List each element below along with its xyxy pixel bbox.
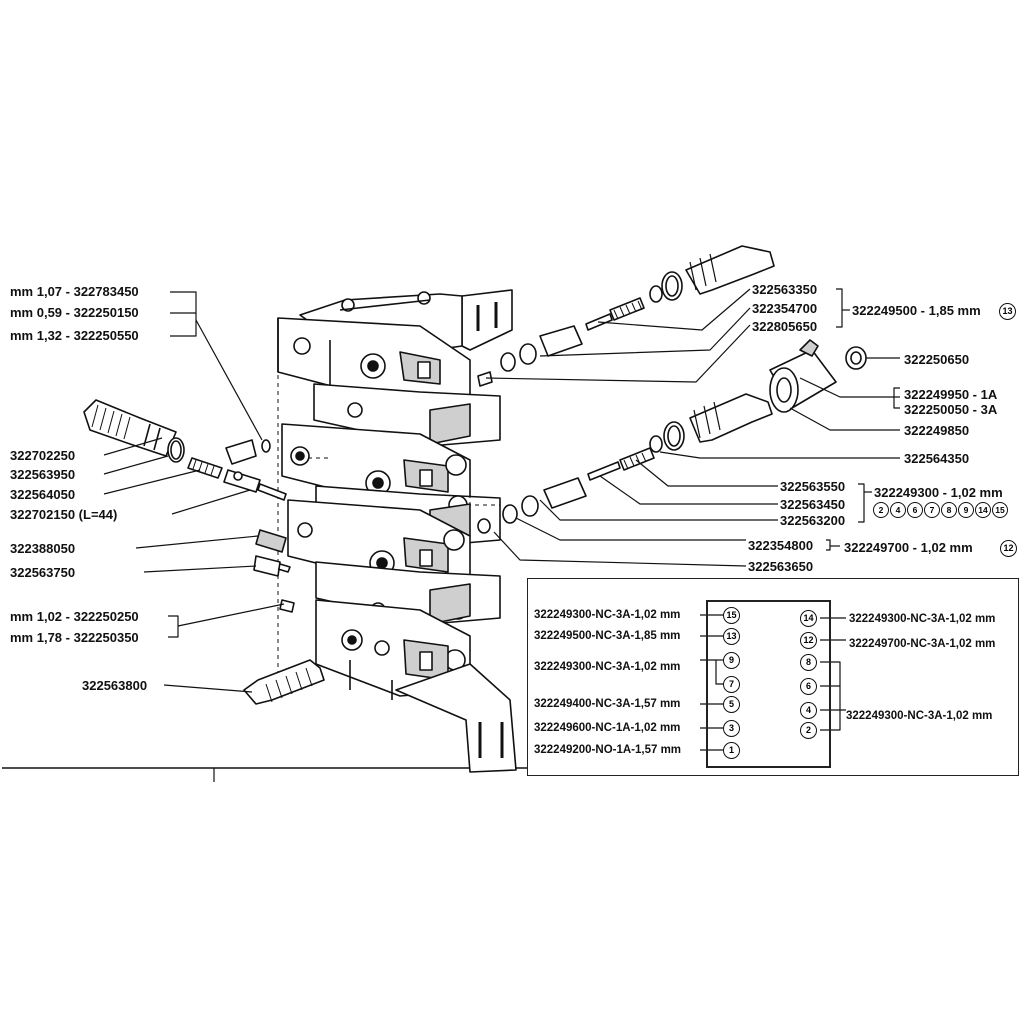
label-322250050: 322250050 - 3A [904, 402, 998, 417]
inv-circle-14: 14 [800, 610, 817, 627]
inv-circle-1: 1 [723, 742, 740, 759]
inv-circle-4: 4 [800, 702, 817, 719]
circle-12-marker: 12 [1000, 540, 1017, 557]
inv-circle-7: 7 [723, 676, 740, 693]
valve-position-frame [706, 600, 831, 768]
left-parts [83, 399, 325, 705]
label-mm-1-78: mm 1,78 - 322250350 [10, 630, 139, 645]
circle-13-marker: 13 [999, 303, 1016, 320]
label-322249300: 322249300 - 1,02 mm [874, 485, 1003, 500]
label-322249700: 322249700 - 1,02 mm [844, 540, 973, 555]
inv-label-8-6-4-2: 322249300-NC-3A-1,02 mm [846, 710, 993, 722]
label-322564350: 322564350 [904, 451, 970, 466]
inv-label-12: 322249700-NC-3A-1,02 mm [849, 638, 996, 650]
circle-15: 15 [992, 502, 1008, 518]
inv-circle-15: 15 [723, 607, 740, 624]
valve-inventory-box [527, 578, 1019, 776]
inv-label-14: 322249300-NC-3A-1,02 mm [849, 613, 996, 625]
label-322563200: 322563200 [780, 513, 846, 528]
label-322563650: 322563650 [748, 559, 814, 574]
inv-circle-3: 3 [723, 720, 740, 737]
label-322563450: 322563450 [780, 497, 846, 512]
leader-lines [103, 288, 900, 693]
inv-circle-9: 9 [723, 652, 740, 669]
label-322702150: 322702150 (L=44) [10, 507, 118, 522]
label-322354800: 322354800 [748, 538, 814, 553]
right-upper-parts [477, 245, 867, 534]
inv-circle-12: 12 [800, 632, 817, 649]
circle-8: 8 [941, 502, 957, 518]
inv-label-13: 322249500-NC-3A-1,85 mm [534, 630, 681, 642]
label-322249500: 322249500 - 1,85 mm [852, 303, 981, 318]
label-322354700: 322354700 [752, 301, 818, 316]
circle-14: 14 [975, 502, 991, 518]
inv-label-15: 322249300-NC-3A-1,02 mm [534, 609, 681, 621]
inv-circle-5: 5 [723, 696, 740, 713]
inv-label-5: 322249400-NC-3A-1,57 mm [534, 698, 681, 710]
circle-9: 9 [958, 502, 974, 518]
circle-7: 7 [924, 502, 940, 518]
inv-circle-2: 2 [800, 722, 817, 739]
circle-group-markers: 2 4 6 7 8 9 14 15 [873, 502, 1008, 518]
label-322563950: 322563950 [10, 467, 76, 482]
inv-circle-13: 13 [723, 628, 740, 645]
inv-label-9-7: 322249300-NC-3A-1,02 mm [534, 661, 681, 673]
valve-stack [277, 317, 517, 773]
label-322702250: 322702250 [10, 448, 76, 463]
label-322805650: 322805650 [752, 319, 818, 334]
alignment-lines [277, 335, 500, 690]
label-322563350: 322563350 [752, 282, 818, 297]
inv-circle-6: 6 [800, 678, 817, 695]
label-322250650: 322250650 [904, 352, 970, 367]
circle-2: 2 [873, 502, 889, 518]
inv-circle-8: 8 [800, 654, 817, 671]
label-mm-1-07: mm 1,07 - 322783450 [10, 284, 139, 299]
label-322564050: 322564050 [10, 487, 76, 502]
circle-6: 6 [907, 502, 923, 518]
label-322388050: 322388050 [10, 541, 76, 556]
label-322249850: 322249850 [904, 423, 970, 438]
label-mm-1-32: mm 1,32 - 322250550 [10, 328, 139, 343]
label-mm-0-59: mm 0,59 - 322250150 [10, 305, 139, 320]
circle-4: 4 [890, 502, 906, 518]
label-322563550: 322563550 [780, 479, 846, 494]
label-322563750: 322563750 [10, 565, 76, 580]
label-322249950: 322249950 - 1A [904, 387, 998, 402]
inv-label-3: 322249600-NC-1A-1,02 mm [534, 722, 681, 734]
label-mm-1-02: mm 1,02 - 322250250 [10, 609, 139, 624]
label-322563800: 322563800 [82, 678, 148, 693]
inv-label-1: 322249200-NO-1A-1,57 mm [534, 744, 682, 756]
